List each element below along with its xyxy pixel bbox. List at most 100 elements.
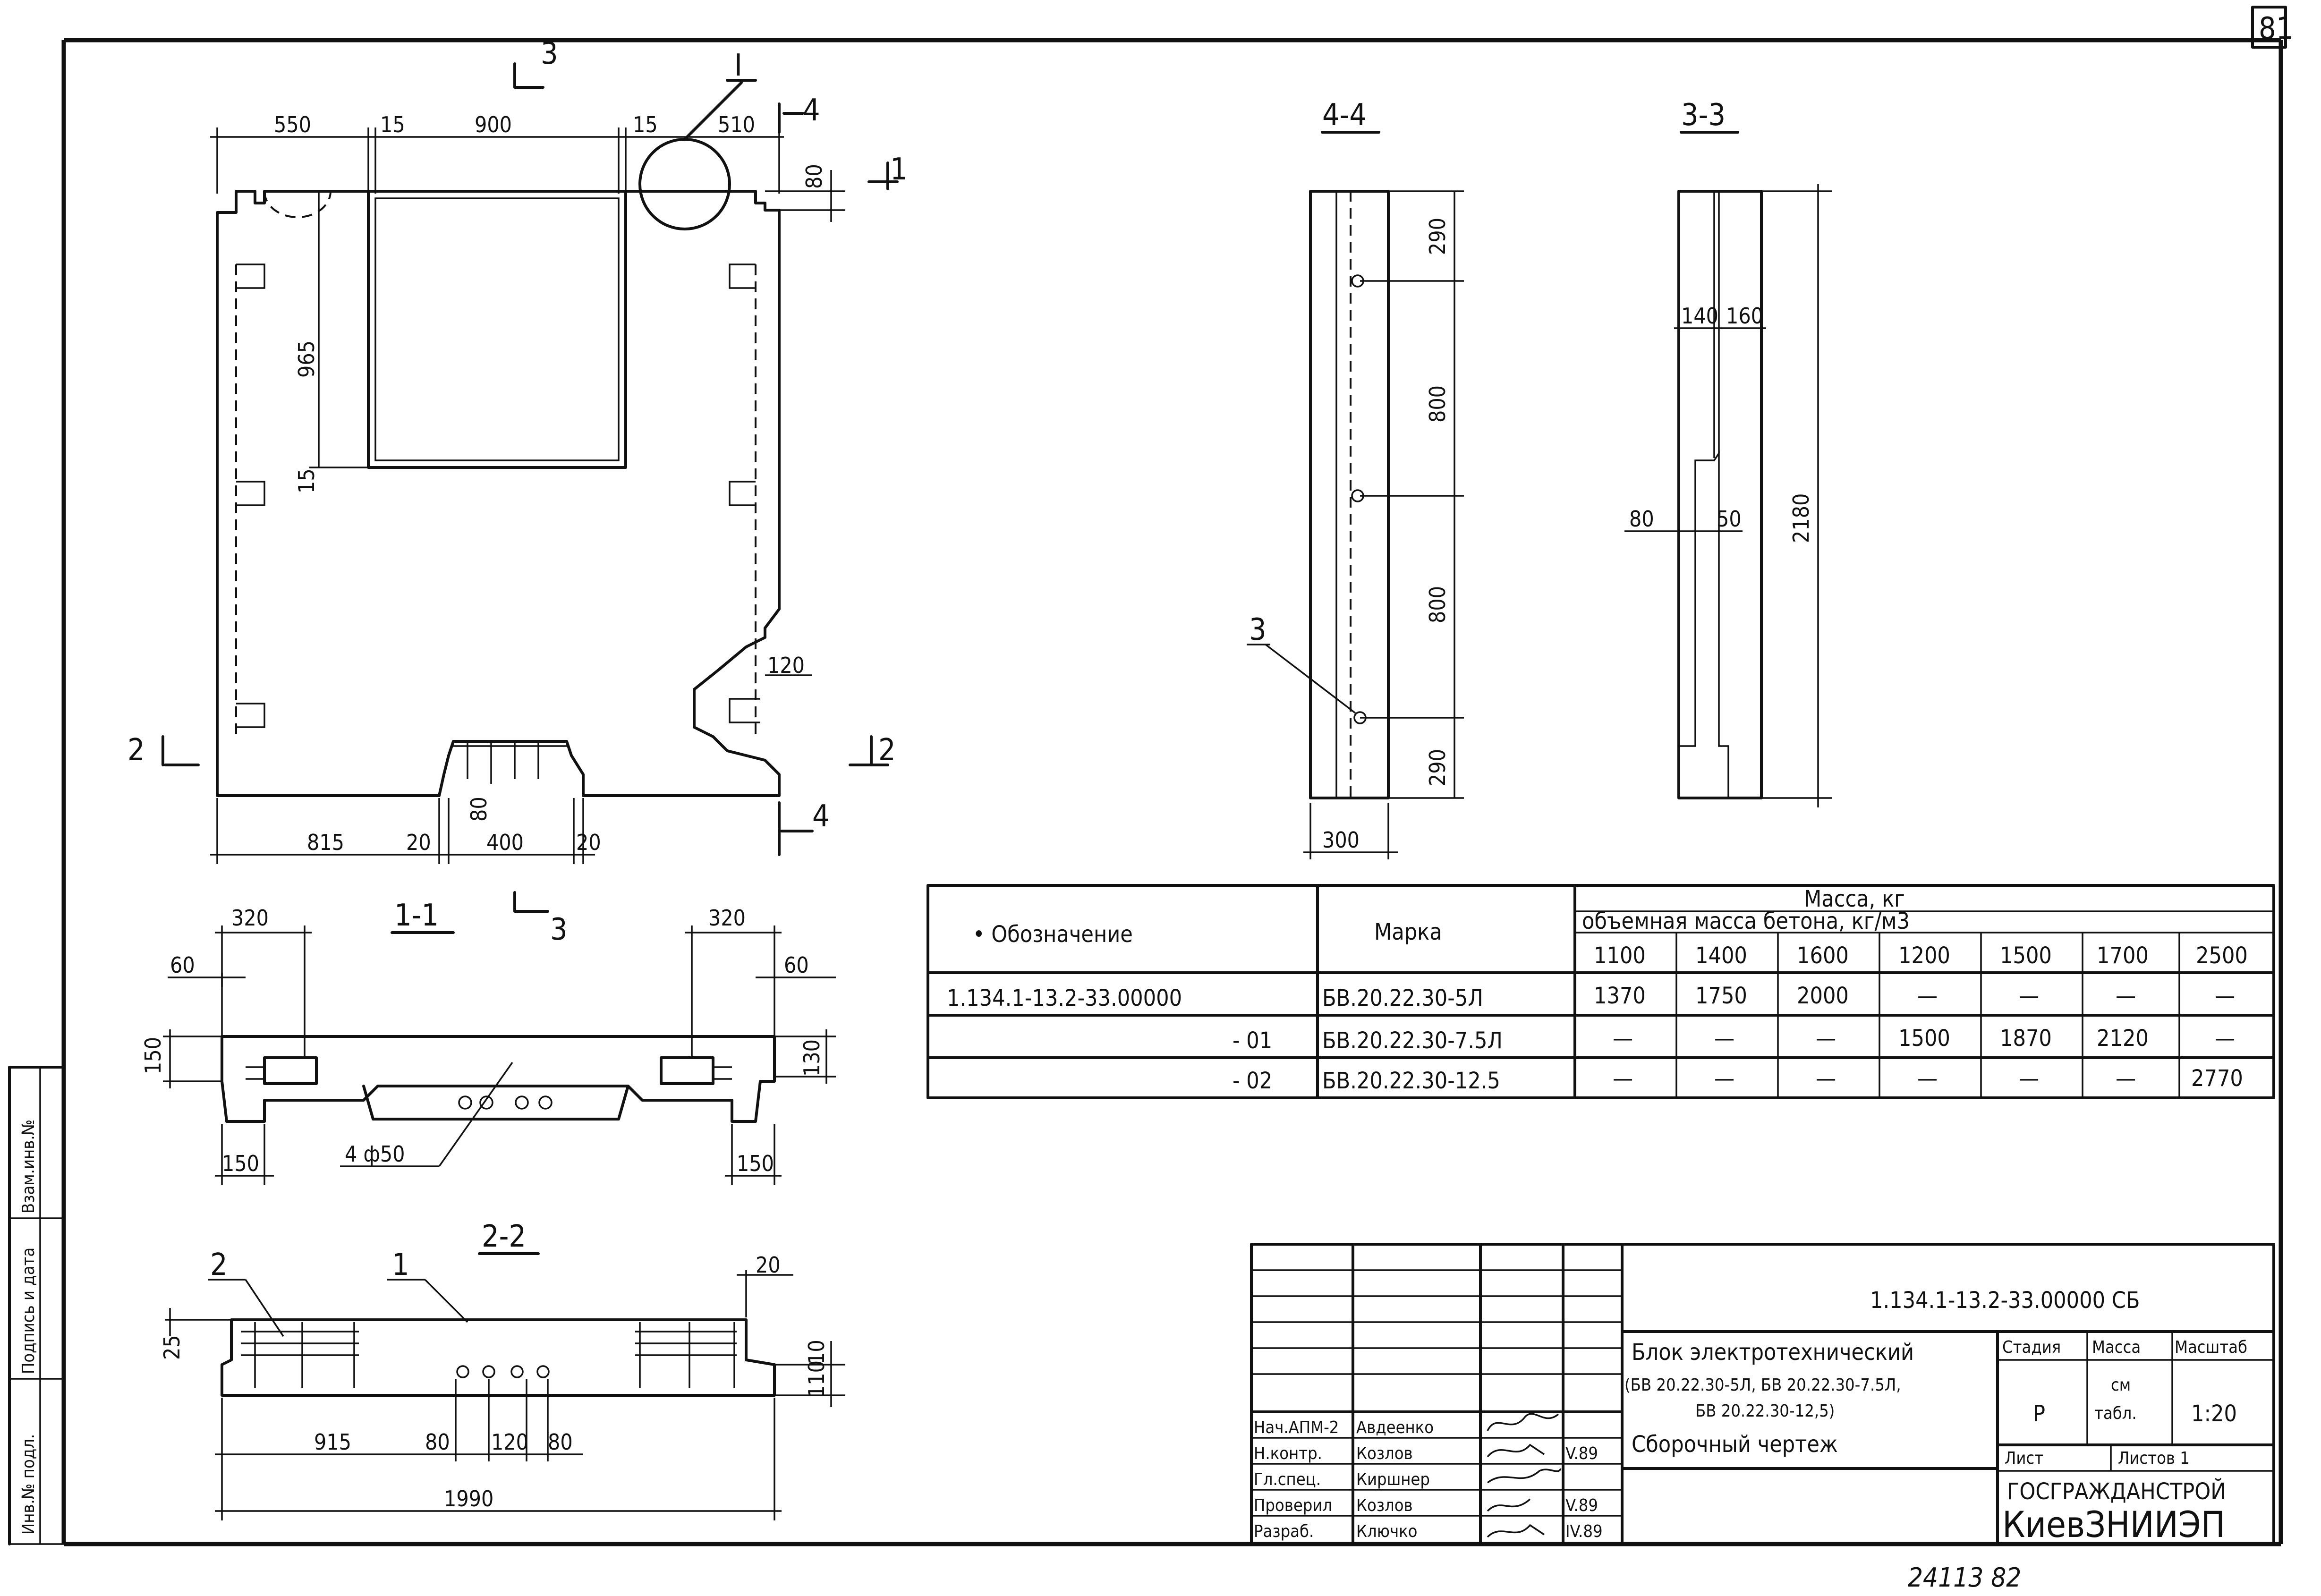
- row1-v6: —: [2215, 1025, 2235, 1052]
- dim-44-290a: 290: [1425, 218, 1450, 255]
- row1-mark: БВ.20.22.30-7.5Л: [1322, 1027, 1503, 1054]
- sig-name-3: Козлов: [1356, 1496, 1413, 1515]
- callout-3: 3: [1249, 612, 1267, 647]
- sig-role-1: Н.контр.: [1254, 1444, 1322, 1463]
- dim-33-80: 80: [1629, 506, 1654, 532]
- row0-v4: —: [2019, 983, 2039, 1009]
- dim-33-50: 50: [1717, 506, 1742, 532]
- sig-date-4: IV.89: [1565, 1522, 1603, 1541]
- dim-44-800b: 800: [1425, 586, 1450, 623]
- dim-bottom-20b: 20: [576, 830, 601, 855]
- dim-33-2180: 2180: [1788, 493, 1814, 543]
- mass-value-2: табл.: [2094, 1404, 2137, 1423]
- row0-v2: 2000: [1797, 983, 1849, 1009]
- callout-1: 1: [392, 1248, 409, 1282]
- section-2-2-view: 2-2 2 1 20 25 10 110 915 80 120 80: [159, 1219, 845, 1520]
- dim-11-60b: 60: [784, 952, 809, 978]
- th-mass: Масса, кг: [1804, 886, 1905, 912]
- sig-role-4: Разраб.: [1254, 1522, 1314, 1541]
- section-1-1-title: 1-1: [394, 898, 439, 933]
- row1-designation: - 01: [1233, 1027, 1272, 1054]
- scale-value: 1:20: [2191, 1401, 2237, 1427]
- dim-11-150a: 150: [140, 1037, 166, 1074]
- row2-mark: БВ.20.22.30-12.5: [1322, 1068, 1500, 1094]
- dim-11-320a: 320: [231, 905, 269, 931]
- dim-notch-80: 80: [466, 797, 492, 822]
- sig-date-3: V.89: [1565, 1496, 1598, 1515]
- row0-v5: —: [2116, 983, 2136, 1009]
- main-elevation-view: I 550 15 900 15 510 80 120 965 15: [128, 36, 908, 947]
- mass-table: • Обозначение Марка Масса, кг объемная м…: [927, 884, 2275, 1099]
- sheets-label: Листов 1: [2118, 1449, 2190, 1468]
- mass-value-1: см: [2111, 1375, 2131, 1395]
- dim-11-130: 130: [799, 1039, 825, 1077]
- dim-22-10: 10: [804, 1340, 829, 1365]
- row1-v4: 1870: [2000, 1025, 2052, 1052]
- doc-code: 1.134.1-13.2-33.00000 СБ: [1870, 1287, 2140, 1314]
- row0-mark: БВ.20.22.30-5Л: [1322, 985, 1483, 1011]
- row2-v0: —: [1613, 1065, 1633, 1092]
- stage-value: Р: [2033, 1401, 2045, 1427]
- row2-designation: - 02: [1233, 1068, 1272, 1094]
- dim-22-1990: 1990: [444, 1486, 493, 1511]
- dim-33-140: 140: [1681, 303, 1718, 329]
- cut-4-top: 4: [803, 93, 820, 128]
- dim-right-80: 80: [801, 164, 827, 189]
- signature-scribbles: [1487, 1413, 1562, 1538]
- holes-label: 4 ф50: [345, 1141, 405, 1167]
- side-stamp: Инв.№ подл. Подпись и дата Взам.инв.№: [8, 1066, 65, 1545]
- dim-22-120: 120: [491, 1429, 528, 1455]
- title-block: 1.134.1-13.2-33.00000 СБ Блок электротех…: [1250, 1243, 2275, 1545]
- sheet-label: Лист: [2005, 1449, 2043, 1468]
- row0-v3: —: [1917, 983, 1938, 1009]
- stamp-inv-label: Инв.№ подл.: [19, 1434, 38, 1535]
- th-density-1600: 1600: [1797, 942, 1849, 969]
- dim-left-965: 965: [294, 340, 319, 378]
- dim-bottom-20a: 20: [406, 830, 431, 855]
- row1-v0: —: [1613, 1025, 1633, 1052]
- stage-label: Стадия: [2002, 1338, 2061, 1357]
- dim-11-320b: 320: [708, 905, 746, 931]
- th-density-1500: 1500: [2000, 942, 2052, 969]
- dim-right-120: 120: [767, 653, 805, 678]
- section-2-2-title: 2-2: [482, 1219, 526, 1254]
- row2-v2: —: [1816, 1065, 1836, 1092]
- sig-name-1: Козлов: [1356, 1444, 1413, 1463]
- sig-role-2: Гл.спец.: [1254, 1470, 1321, 1489]
- th-density-2500: 2500: [2196, 942, 2248, 969]
- dim-22-20: 20: [756, 1252, 781, 1278]
- th-density-1400: 1400: [1695, 942, 1747, 969]
- dim-33-160: 160: [1726, 303, 1763, 329]
- mass-label: Масса: [2092, 1338, 2141, 1357]
- title-line-4: Сборочный чертеж: [1632, 1431, 1838, 1458]
- row0-designation: 1.134.1-13.2-33.00000: [947, 985, 1182, 1011]
- section-4-4-title: 4-4: [1322, 98, 1367, 133]
- title-line-1: Блок электротехнический: [1632, 1339, 1914, 1366]
- callout-2: 2: [210, 1248, 228, 1282]
- section-3-3-view: 3-3 140 160 80 50 2180: [1624, 98, 1832, 807]
- th-mark: Марка: [1374, 919, 1442, 945]
- dim-44-290b: 290: [1425, 749, 1450, 786]
- dim-22-25: 25: [159, 1335, 185, 1360]
- row2-v1: —: [1714, 1065, 1734, 1092]
- sig-date-1: V.89: [1565, 1444, 1598, 1463]
- cut-2-right: 2: [878, 733, 896, 768]
- sig-role-0: Нач.АПМ-2: [1254, 1418, 1339, 1437]
- th-density-1200: 1200: [1898, 942, 1950, 969]
- sheet-number: 81: [2259, 11, 2293, 46]
- cut-4-bottom: 4: [812, 799, 830, 834]
- dim-bottom-815: 815: [307, 830, 344, 855]
- dim-top-550: 550: [274, 112, 311, 137]
- dim-22-915: 915: [314, 1429, 351, 1455]
- row2-v6: 2770: [2191, 1065, 2243, 1092]
- dim-11-150b: 150: [222, 1151, 259, 1176]
- cut-3-bottom: 3: [550, 912, 568, 947]
- th-density: объемная масса бетона, кг/м3: [1582, 908, 1910, 934]
- th-density-1100: 1100: [1594, 942, 1646, 969]
- title-line-2: (БВ 20.22.30-5Л, БВ 20.22.30-7.5Л,: [1624, 1375, 1901, 1395]
- dim-44-300: 300: [1322, 827, 1360, 853]
- stamp-replace-label: Взам.инв.№: [19, 1120, 38, 1214]
- row1-v1: —: [1714, 1025, 1734, 1052]
- row2-v5: —: [2116, 1065, 2136, 1092]
